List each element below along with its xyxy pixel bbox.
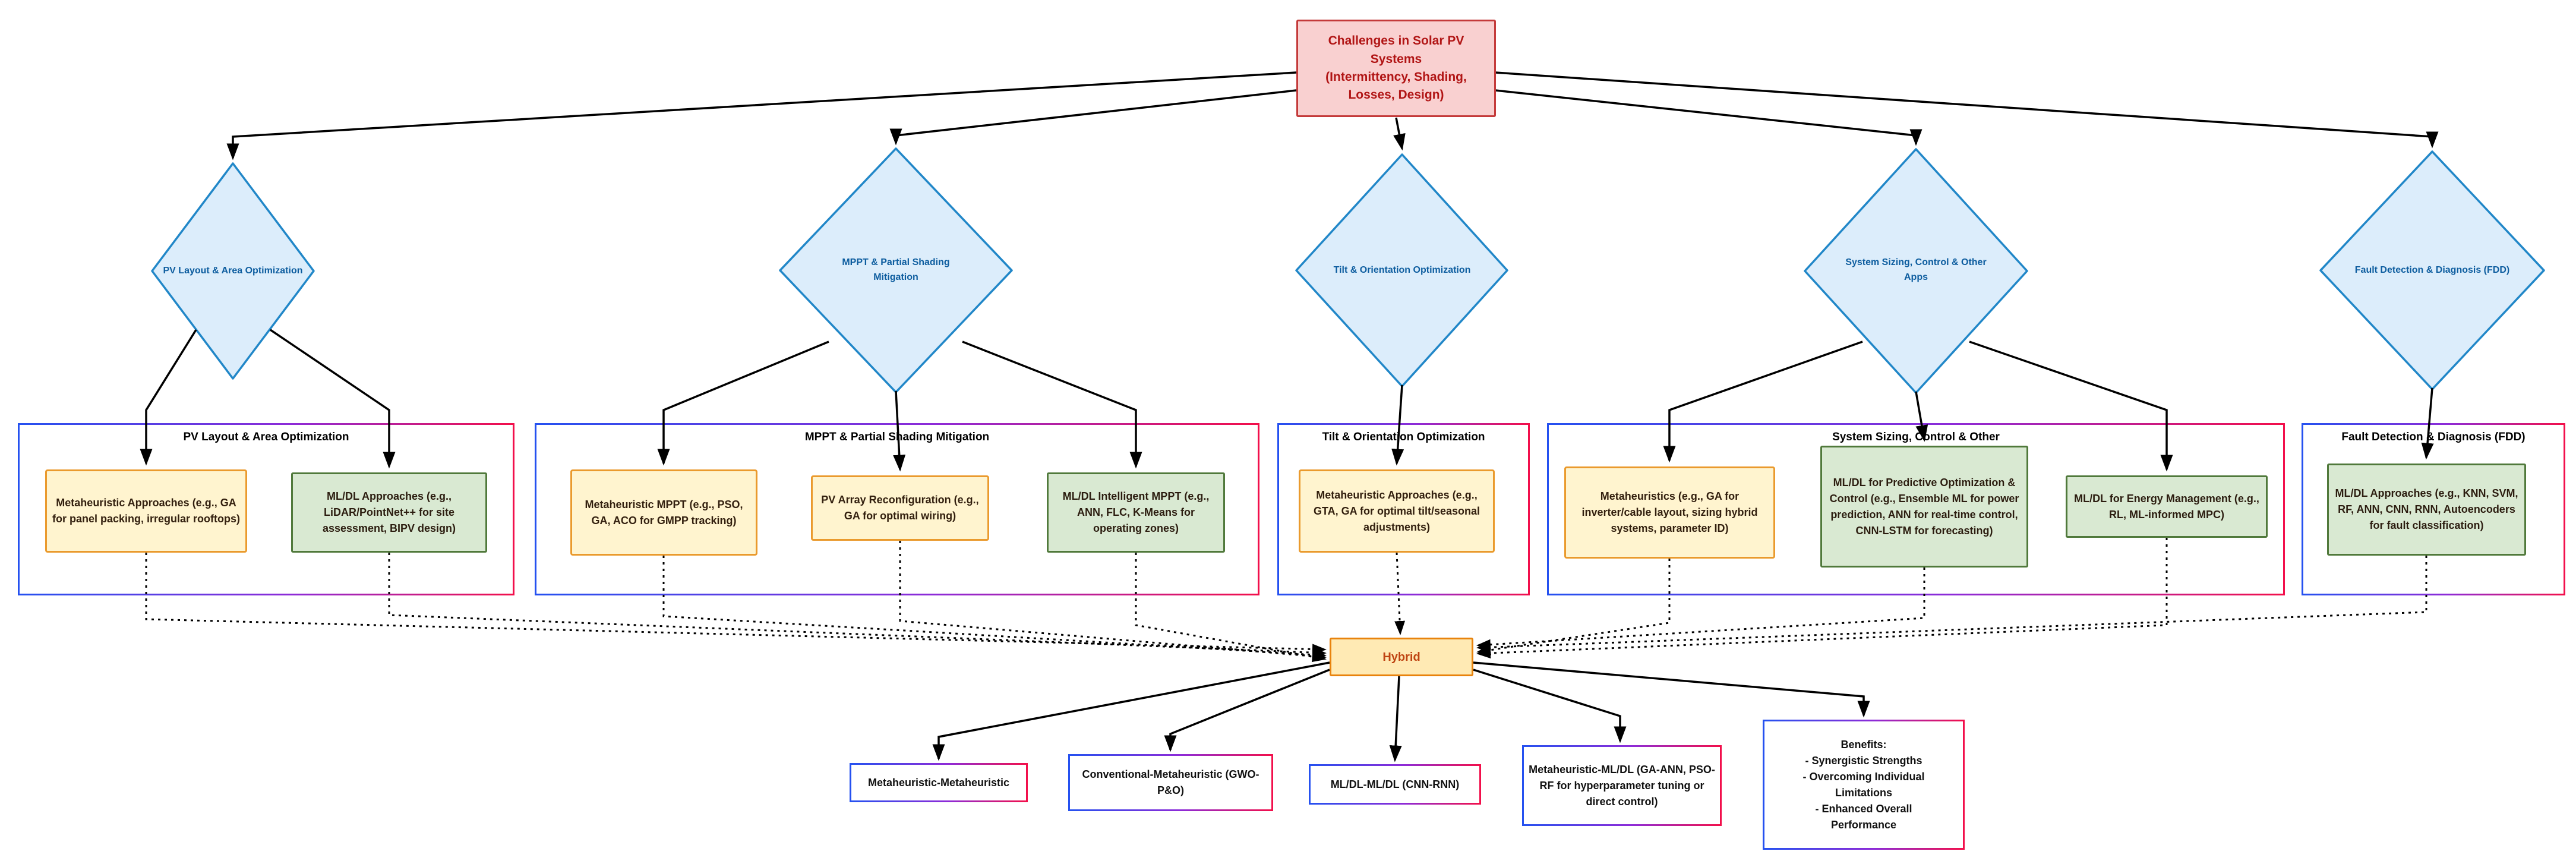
box-pv-layout-metaheuristic: Metaheuristic Approaches (e.g., GA for p… — [45, 469, 247, 553]
arrows-root-to-diamonds — [226, 71, 2439, 160]
arrow-root-to-d2 — [889, 89, 1297, 146]
box-mppt-mldl: ML/DL Intelligent MPPT (e.g., ANN, FLC, … — [1047, 472, 1225, 553]
benefits-box: Benefits: - Synergistic Strengths - Over… — [1763, 720, 1965, 850]
arrow-root-to-d3 — [1393, 117, 1406, 151]
arrow-hybrid-b4 — [1473, 669, 1627, 743]
arrow-d3-meta — [1391, 384, 1404, 466]
box-sizing-mldl-energy: ML/DL for Energy Management (e.g., RL, M… — [2066, 475, 2268, 538]
combo-mldl-mldl: ML/DL-ML/DL (CNN-RNN) — [1309, 764, 1481, 805]
root-challenges-node: Challenges in Solar PV Systems (Intermit… — [1296, 20, 1496, 117]
diamond-tilt-label: Tilt & Orientation Optimization — [1333, 264, 1471, 275]
dashed-c1-mldl-hybrid — [388, 553, 1327, 658]
combo-metaheuristic-metaheuristic: Metaheuristic-Metaheuristic — [850, 763, 1028, 802]
decision-diamonds — [151, 147, 2545, 394]
box-sizing-mldl-predictive: ML/DL for Predictive Optimization & Cont… — [1820, 446, 2028, 568]
dashed-c4-meta-hybrid — [1476, 559, 1671, 655]
arrow-d2-reconfig — [893, 390, 906, 472]
diamond-fdd-label: Fault Detection & Diagnosis (FDD) — [2354, 264, 2510, 275]
container-tilt-title: Tilt & Orientation Optimization — [1322, 431, 1485, 443]
arrow-hybrid-b3 — [1389, 676, 1402, 762]
arrows-diamonds-to-boxes — [140, 329, 2434, 472]
box-pv-layout-mldl: ML/DL Approaches (e.g., LiDAR/PointNet++… — [291, 472, 487, 553]
arrow-hybrid-b1 — [932, 661, 1330, 761]
box-tilt-metaheuristic: Metaheuristic Approaches (e.g., GTA, GA … — [1299, 469, 1495, 553]
dashed-c3-meta-hybrid — [1394, 552, 1406, 635]
combo-conventional-metaheuristic: Conventional-Metaheuristic (GWO-P&O) — [1068, 754, 1273, 811]
dashed-c2-meta-hybrid — [662, 556, 1327, 660]
diamond-pv-layout-shape — [151, 162, 315, 380]
diamond-pv-layout-label: PV Layout & Area Optimization — [163, 265, 303, 276]
arrows-hybrid-to-combos — [932, 661, 1870, 762]
box-mppt-reconfiguration: PV Array Reconfiguration (e.g., GA for o… — [811, 475, 989, 541]
arrows-boxes-to-hybrid — [145, 538, 2427, 663]
arrow-d1-meta — [140, 329, 197, 466]
arrow-root-to-d4 — [1495, 89, 1922, 146]
diamond-sizing-label: System Sizing, Control & Other Apps — [1845, 257, 1987, 282]
arrow-d5-mldl — [2421, 387, 2434, 460]
box-fdd-mldl: ML/DL Approaches (e.g., KNN, SVM, RF, AN… — [2327, 464, 2526, 556]
arrow-d2-mldl — [962, 341, 1142, 469]
arrow-d1-mldl — [270, 329, 396, 469]
dashed-c4-mldl2-hybrid — [1476, 538, 2168, 659]
container-pv-layout-title: PV Layout & Area Optimization — [183, 431, 349, 443]
dashed-c4-mldl1-hybrid — [1476, 568, 1925, 650]
arrow-hybrid-b2 — [1164, 669, 1330, 752]
container-fdd-title: Fault Detection & Diagnosis (FDD) — [2341, 431, 2526, 443]
dashed-c1-meta-hybrid — [145, 553, 1327, 655]
arrow-d2-meta — [657, 341, 829, 466]
arrow-root-to-d5 — [1495, 71, 2439, 149]
diamond-mppt-label: MPPT & Partial Shading Mitigation — [842, 257, 950, 282]
arrow-d4-mldl2 — [1969, 341, 2173, 472]
arrow-d4-mldl1 — [1915, 391, 1928, 442]
arrow-hybrid-b5 — [1473, 661, 1870, 718]
combo-metaheuristic-mldl: Metaheuristic-ML/DL (GA-ANN, PSO-RF for … — [1522, 745, 1722, 826]
arrow-root-to-d1 — [226, 71, 1297, 160]
dashed-c2-reconfig-hybrid — [899, 541, 1327, 662]
box-mppt-metaheuristic: Metaheuristic MPPT (e.g., PSO, GA, ACO f… — [570, 469, 757, 556]
dashed-c2-mldl-hybrid — [1135, 553, 1327, 663]
box-sizing-metaheuristics: Metaheuristics (e.g., GA for inverter/ca… — [1564, 466, 1775, 559]
arrow-d4-meta — [1663, 341, 1863, 463]
container-mppt-title: MPPT & Partial Shading Mitigation — [804, 431, 990, 443]
hybrid-node: Hybrid — [1330, 638, 1473, 676]
